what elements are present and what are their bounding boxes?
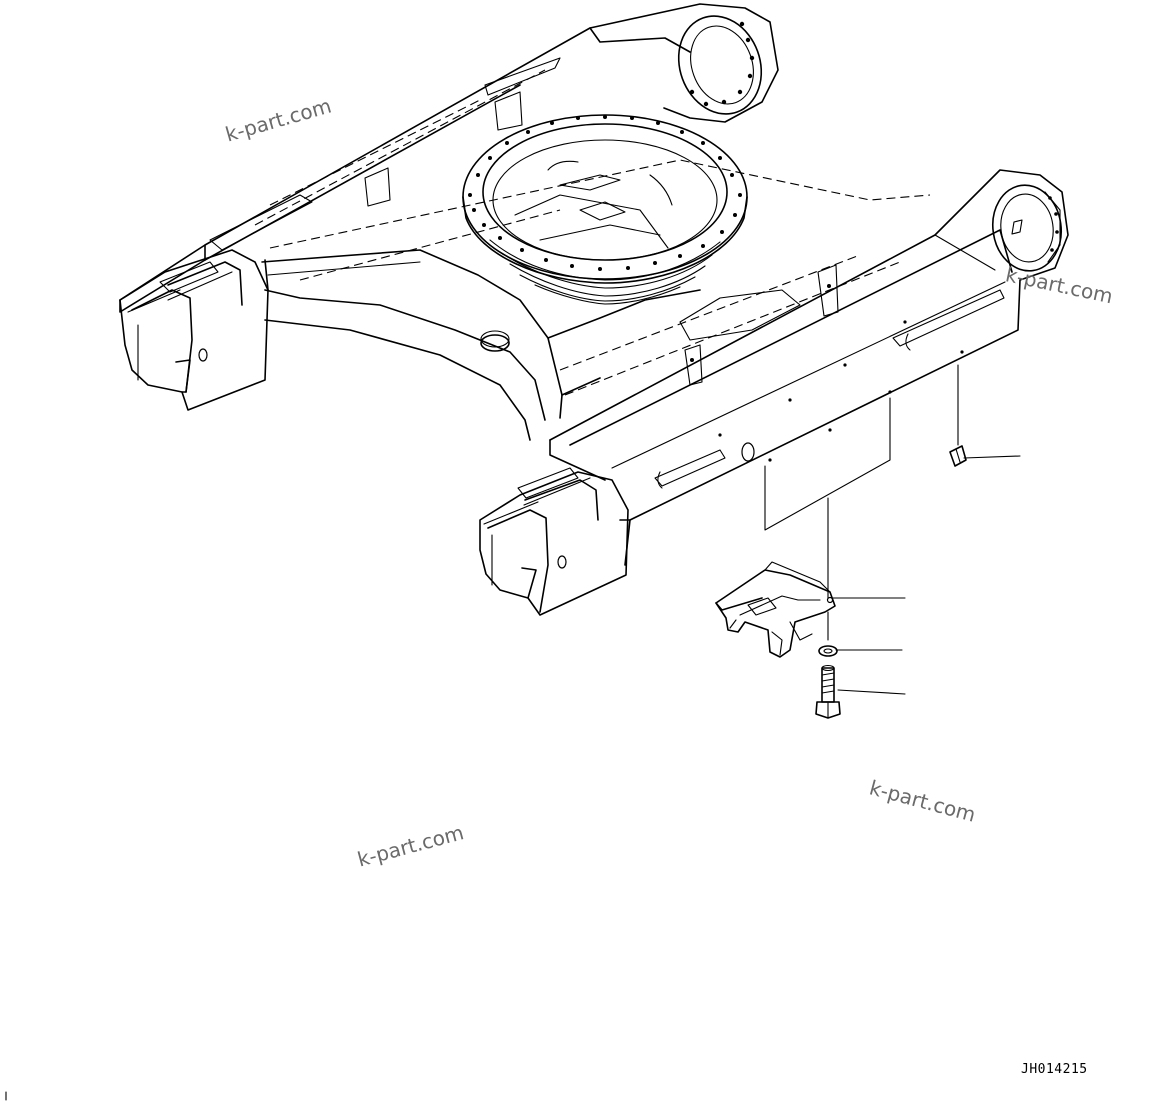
rear-yoke (119, 249, 269, 411)
track-guard (715, 561, 836, 658)
swing-circle (462, 114, 748, 305)
front-side-frame (549, 169, 1069, 566)
leader-lines (764, 364, 1021, 695)
track-frame (119, 3, 1069, 616)
washer (818, 645, 838, 657)
bolt (815, 664, 841, 719)
center-body (261, 159, 931, 441)
front-yoke (479, 467, 629, 616)
plug (949, 445, 967, 467)
drawing-code: JH014215 (1021, 1062, 1088, 1077)
